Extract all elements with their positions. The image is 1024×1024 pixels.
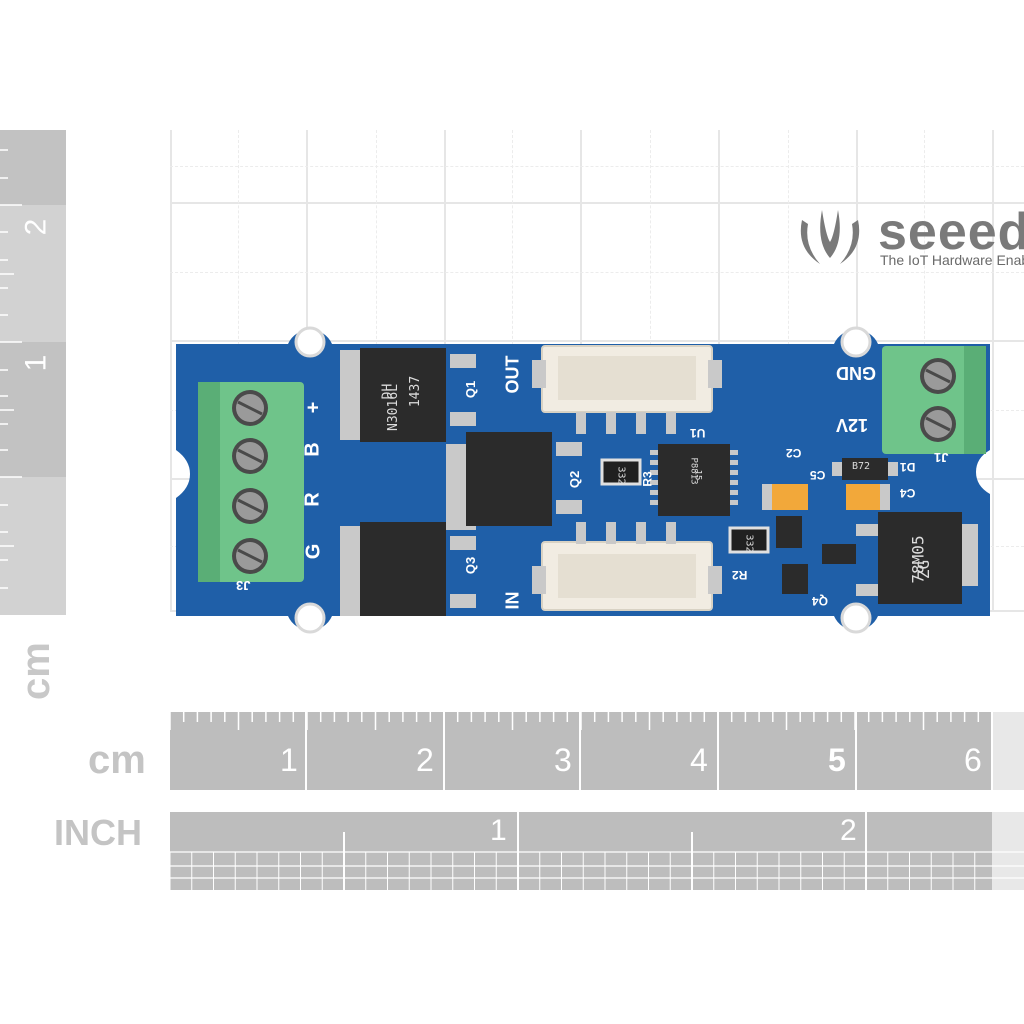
terminal-label-b: B (301, 442, 324, 457)
resistor-code-r2: 332 (743, 534, 755, 553)
terminal-label-gnd: GND (836, 363, 876, 383)
mosfet-ref-q3: Q3 (463, 556, 479, 575)
ic-marking-code: 15 (692, 469, 703, 481)
vertical-ruler-number-2: 2 (19, 218, 53, 236)
terminal-ref-j1: J1 (934, 450, 949, 465)
terminal-label-g: G (302, 543, 325, 560)
vertical-ruler-number-3: 3 (19, 82, 53, 100)
terminal-label-plus: + (302, 401, 325, 414)
ref-c5: C5 (810, 468, 826, 482)
cm-ruler (170, 712, 1024, 790)
cm-ruler-ticks (170, 712, 1024, 790)
cm-ruler-number-5: 5 (828, 742, 846, 778)
ref-q4: Q4 (812, 594, 829, 608)
brand-name: seeed (878, 203, 1024, 261)
seeed-logo-icon (800, 210, 860, 264)
ref-r3: R3 (640, 471, 655, 487)
cm-ruler-number-2: 2 (416, 742, 434, 778)
inch-ruler (170, 812, 1024, 890)
ref-c4: C4 (900, 486, 916, 500)
inch-ruler-number-1: 1 (490, 814, 507, 847)
diode-marking: B72 (852, 461, 871, 472)
ref-r2: R2 (732, 568, 748, 582)
inch-ruler-number-2: 2 (840, 814, 857, 847)
cm-ruler-number-6: 6 (964, 742, 982, 778)
inch-ruler-unit: INCH (54, 812, 142, 853)
connector-label-in: IN (502, 591, 523, 610)
terminal-label-12v: 12V (836, 415, 869, 435)
terminal-label-r: R (301, 492, 324, 507)
ref-d1: D1 (900, 460, 916, 474)
mosfet-ref-q1: Q1 (463, 380, 479, 399)
vertical-ruler (0, 130, 66, 615)
cm-ruler-unit: cm (88, 738, 146, 782)
ref-u1: U1 (690, 426, 706, 440)
mosfet-marking-date: 1437 (408, 375, 424, 408)
regulator-marking-code: ZG (914, 559, 934, 580)
terminal-ref-j3: J3 (236, 578, 251, 593)
cm-ruler-number-4: 4 (690, 742, 708, 778)
vertical-ruler-unit: cm (14, 642, 58, 700)
ref-c2: C2 (786, 446, 802, 460)
cm-ruler-number-3: 3 (554, 742, 572, 778)
resistor-code-r3: 332 (615, 466, 627, 485)
vertical-ruler-number-1: 1 (19, 354, 53, 372)
mosfet-ref-q2: Q2 (567, 470, 583, 489)
vertical-ruler-ticks (0, 149, 22, 589)
brand-tagline: The IoT Hardware Enab (880, 252, 1024, 268)
connector-label-out: OUT (502, 355, 523, 394)
cm-ruler-number-1: 1 (280, 742, 298, 778)
mosfet-marking-part: N3016L (385, 384, 401, 431)
grove-mosfet-board (176, 326, 990, 634)
inch-ruler-ticks (170, 812, 1024, 890)
